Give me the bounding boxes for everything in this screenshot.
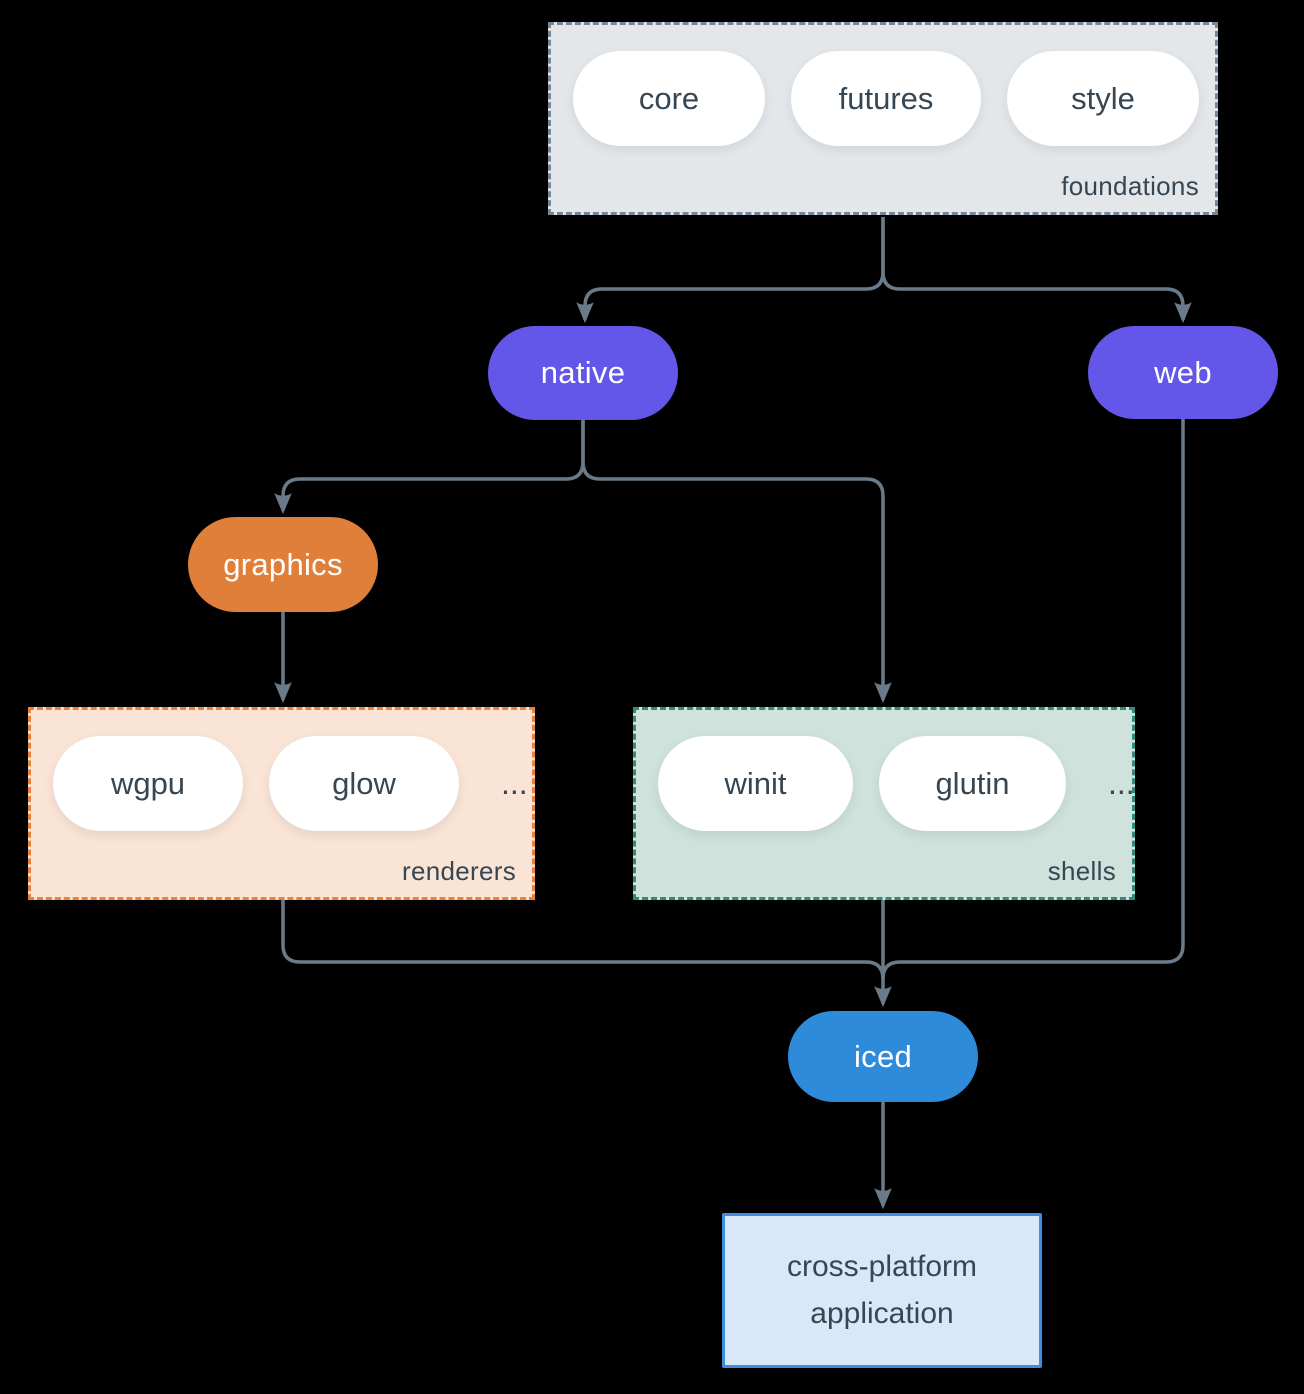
- shells-label: shells: [1047, 856, 1116, 886]
- node-iced: iced: [788, 1011, 978, 1102]
- group-foundations: core futures style foundations: [548, 22, 1218, 215]
- edge-renderers-iced: [281, 900, 885, 980]
- node-web: web: [1088, 326, 1278, 419]
- node-glow: glow: [269, 736, 459, 831]
- node-winit: winit: [658, 736, 853, 831]
- edge-native-shells: [581, 420, 892, 704]
- shells-ellipsis: ...: [1108, 765, 1135, 801]
- foundations-pill-row: core futures style: [573, 51, 1199, 146]
- edge-foundations-native: [576, 217, 885, 324]
- edge-native-graphics: [274, 420, 585, 515]
- node-graphics: graphics: [188, 517, 378, 612]
- node-style: style: [1007, 51, 1199, 146]
- renderers-label: renderers: [402, 856, 516, 886]
- node-glutin: glutin: [879, 736, 1066, 831]
- node-wgpu: wgpu: [53, 736, 243, 831]
- node-core: core: [573, 51, 765, 146]
- node-cross-platform-application: cross-platform application: [722, 1213, 1042, 1368]
- node-native: native: [488, 326, 678, 420]
- node-futures: futures: [791, 51, 981, 146]
- shells-pill-row: winit glutin ...: [658, 736, 1135, 831]
- foundations-label: foundations: [1061, 171, 1199, 201]
- renderers-ellipsis: ...: [501, 765, 528, 801]
- group-renderers: wgpu glow ... renderers: [28, 707, 535, 900]
- group-shells: winit glutin ... shells: [633, 707, 1135, 900]
- edge-foundations-web: [881, 217, 1192, 324]
- renderers-pill-row: wgpu glow ...: [53, 736, 528, 831]
